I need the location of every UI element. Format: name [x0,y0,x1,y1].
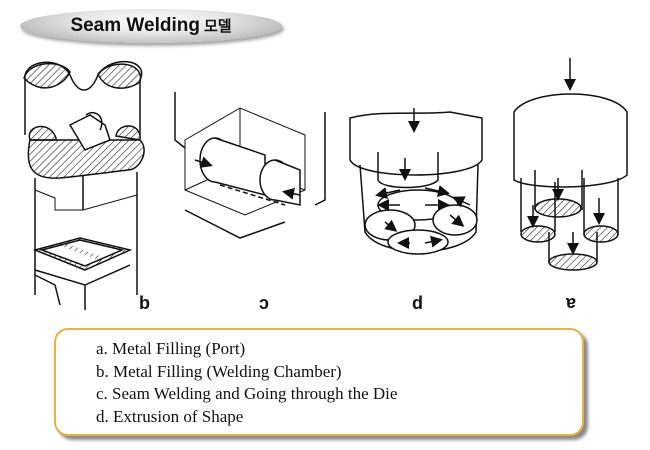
figure-label-c: c [259,293,270,313]
title-main: Seam Welding [70,15,200,36]
legend-box: a. Metal Filling (Port) b. Metal Filling… [54,328,584,436]
legend-item-d: d. Extrusion of Shape [96,406,244,426]
legend-item-a: a. Metal Filling (Port) [96,339,246,358]
legend-item-c: c. Seam Welding and Going through the Di… [96,384,398,403]
figure-d [349,108,483,255]
figure-label-b: b [139,293,150,313]
figure-c [174,92,326,239]
legend-item-b: b. Metal Filling (Welding Chamber) [96,361,342,381]
legend-list: a. Metal Filling (Port) b. Metal Filling… [96,338,397,428]
figure-label-d: d [412,293,423,313]
figure-label-a: a [566,294,577,314]
figure-b [23,61,145,310]
diagram-canvas [23,58,628,310]
figure-a [513,58,628,271]
title-korean: 모델 [203,17,232,35]
